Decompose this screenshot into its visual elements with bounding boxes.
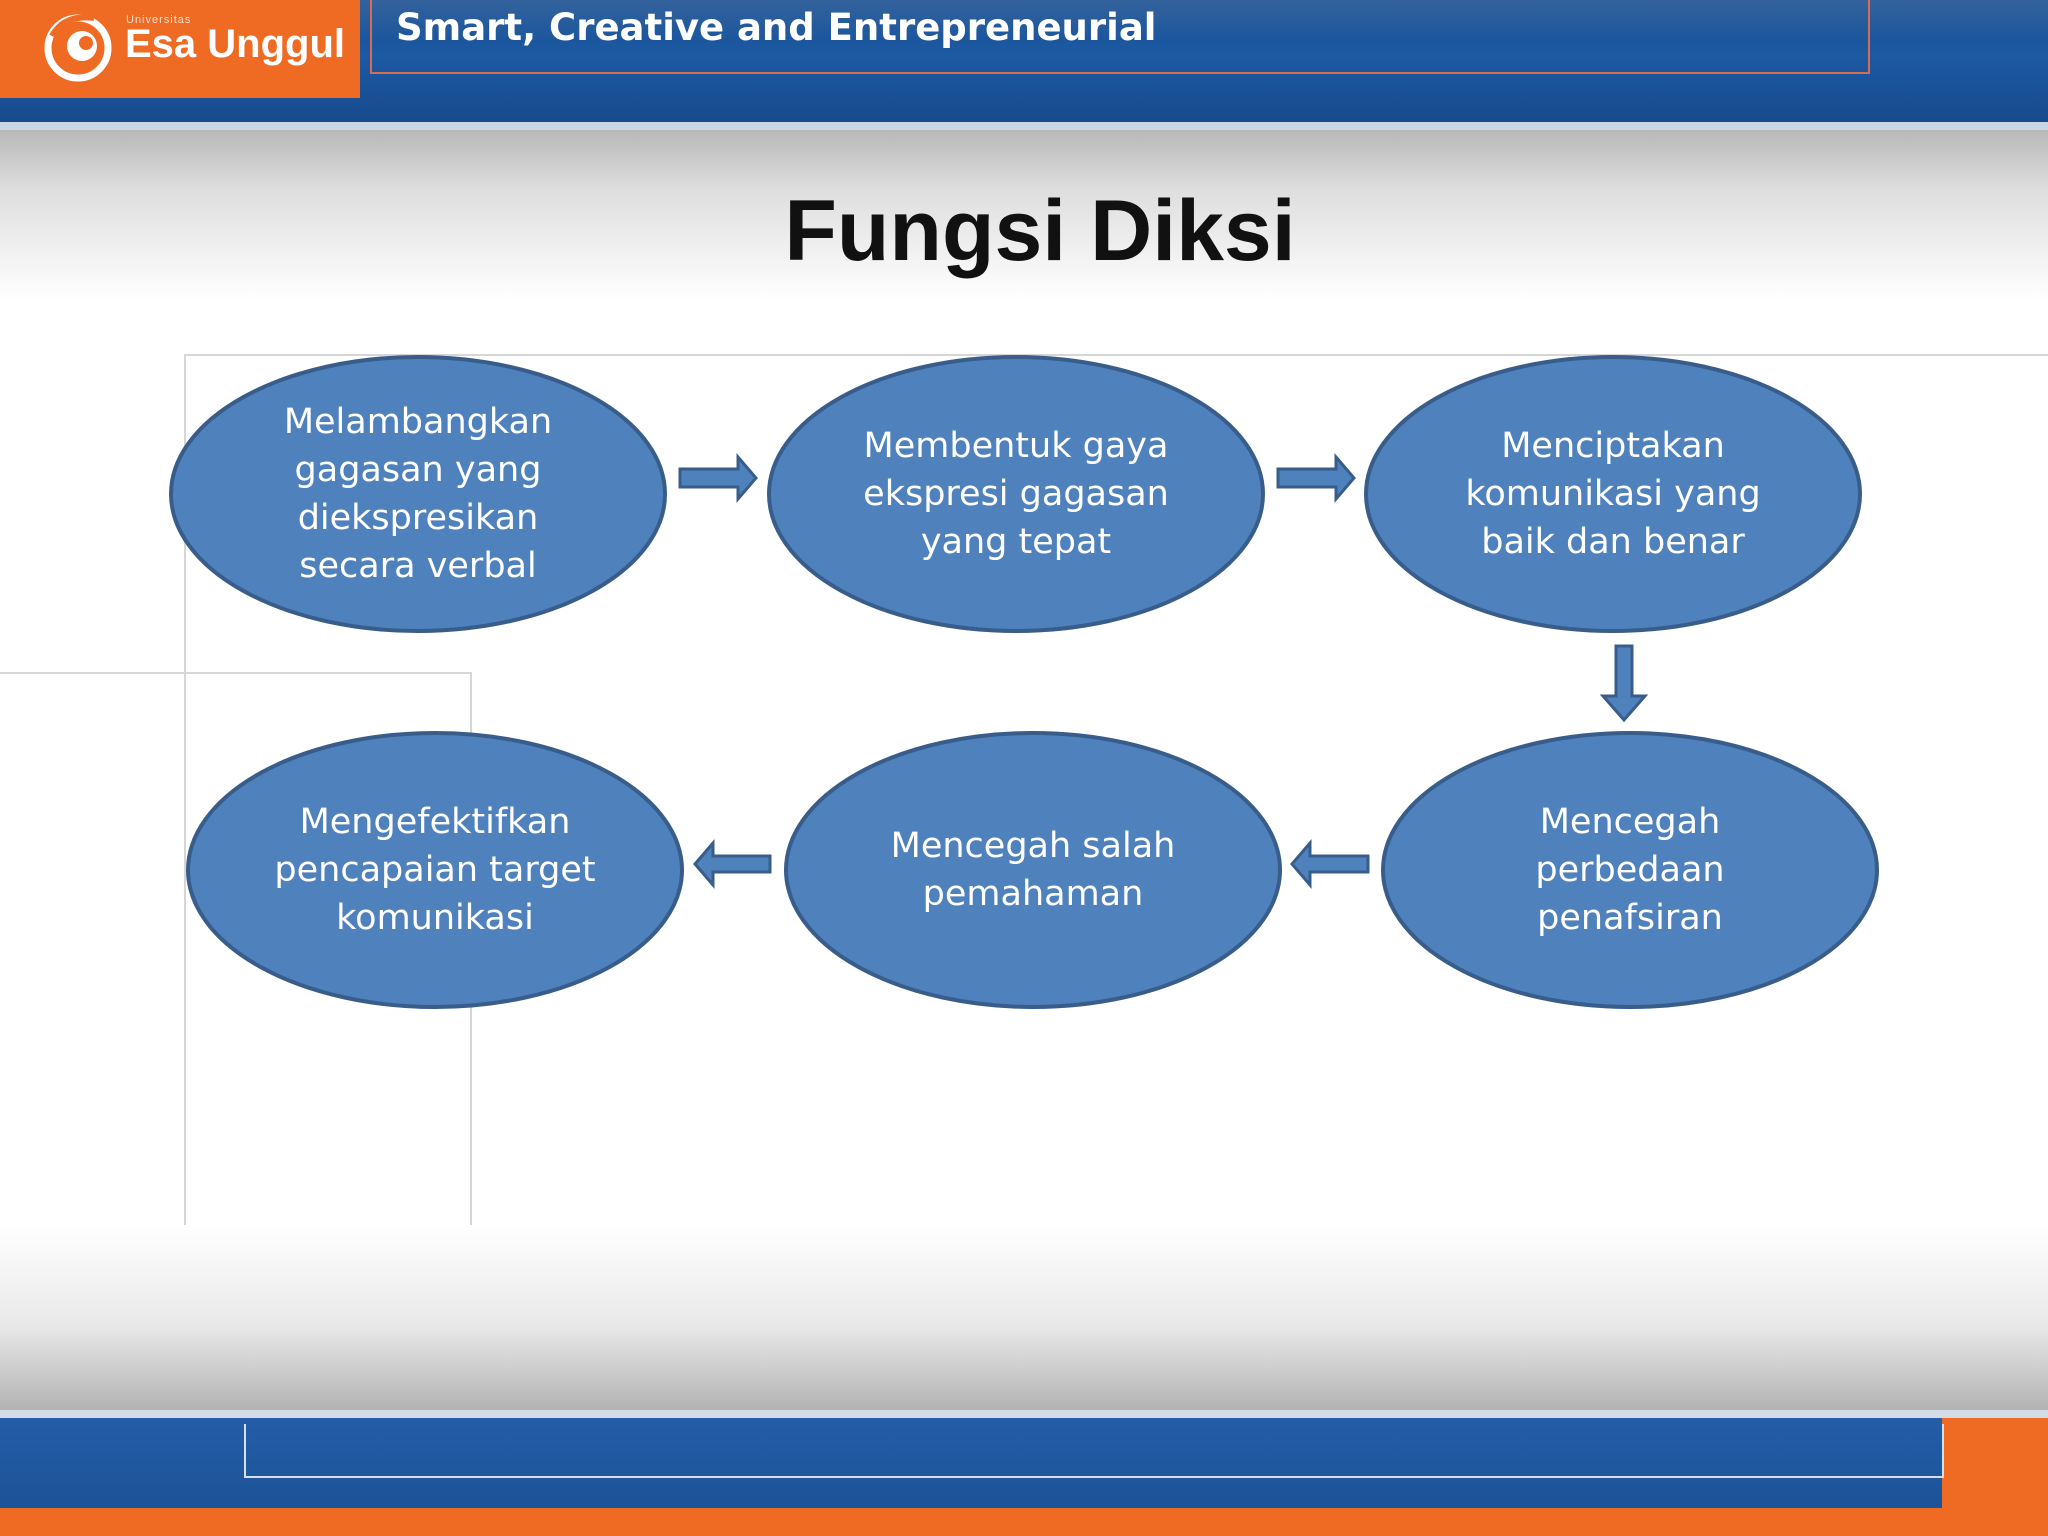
flow-node-label: Mencegah perbedaan penafsiran [1535,802,1725,938]
flow-node-4 [1381,731,1879,1009]
guide-line [184,354,2048,356]
bottom-gradient [0,1225,2048,1410]
arrow-left-icon [693,838,772,890]
header-frame-line [370,0,1870,74]
logo-text: Esa Unggul [125,22,346,66]
header-underline [0,122,2048,130]
flow-node-2 [767,355,1265,633]
footer-orange-corner [1942,1418,2048,1510]
top-gradient [0,130,2048,300]
flow-node-3 [1364,355,1862,633]
header-bar: Universitas Esa Unggul Smart, Creative a… [0,0,2048,122]
footer-frame-line [244,1424,1944,1478]
flow-node-6 [186,731,684,1009]
university-logo: Universitas Esa Unggul [0,0,360,98]
flow-node-label: Membentuk gaya ekspresi gagasan yang tep… [863,426,1169,562]
arrow-right-icon [678,452,758,504]
arrow-down-icon [1599,644,1649,723]
guide-line [0,672,472,674]
flow-node-label: Menciptakan komunikasi yang baik dan ben… [1465,426,1761,562]
footer-light-band [0,1410,2048,1418]
arrow-left-icon [1290,838,1370,890]
logo-subtext: Universitas [126,14,192,26]
logo-swirl-icon [44,14,112,82]
guide-line [184,354,186,1412]
guide-line [470,672,472,1412]
header-tagline: Smart, Creative and Entrepreneurial [396,6,1157,49]
slide-title: Fungsi Diksi [784,183,1296,279]
flow-node-5 [784,731,1282,1009]
flow-node-1 [169,355,667,633]
arrow-right-icon [1276,452,1356,504]
flow-node-label: Mengefektifkan pencapaian target komunik… [274,802,596,938]
flow-node-label: Melambangkan gagasan yang diekspresikan … [283,402,553,586]
footer-orange-stripe [0,1508,2048,1536]
flow-node-label: Mencegah salah pemahaman [890,826,1176,914]
